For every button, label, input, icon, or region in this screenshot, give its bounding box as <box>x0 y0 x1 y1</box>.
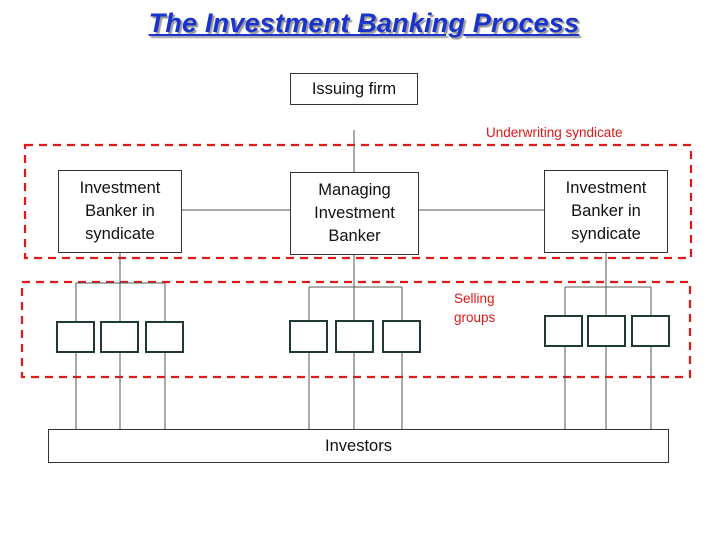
underwriting-syndicate-label: Underwriting syndicate <box>486 125 623 140</box>
selling-member-box <box>100 321 139 353</box>
connector-lines <box>75 130 652 429</box>
selling-member-box <box>544 315 583 347</box>
banker-right-node: Investment Banker in syndicate <box>544 170 668 253</box>
selling-groups-outline <box>20 280 692 379</box>
selling-member-box <box>382 320 421 353</box>
banker-left-node: Investment Banker in syndicate <box>58 170 182 253</box>
issuing-firm-node: Issuing firm <box>290 73 418 105</box>
page-title-wrap: The Investment Banking Process <box>0 8 728 39</box>
managing-banker-node: Managing Investment Banker <box>290 172 419 255</box>
selling-member-box <box>587 315 626 347</box>
underwriting-syndicate-group <box>23 143 693 260</box>
selling-member-box <box>631 315 670 347</box>
page-title: The Investment Banking Process <box>148 8 580 38</box>
selling-member-box <box>145 321 184 353</box>
selling-groups-label: Selling groups <box>454 291 496 325</box>
selling-group-boxes <box>56 315 670 353</box>
selling-member-box <box>289 320 328 353</box>
investors-node: Investors <box>48 429 669 463</box>
selling-member-box <box>335 320 374 353</box>
selling-member-box <box>56 321 95 353</box>
